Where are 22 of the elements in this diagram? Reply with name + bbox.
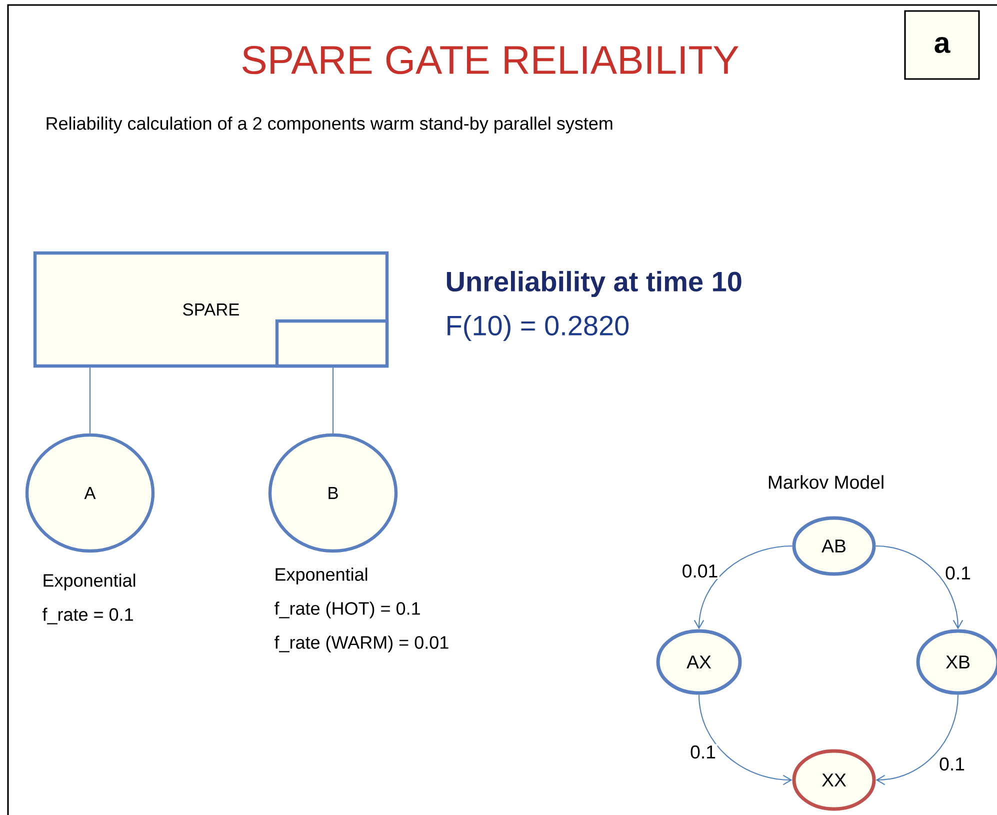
distribution-note: f_rate = 0.1	[42, 608, 133, 624]
rate-label: 0.01	[680, 563, 720, 579]
distribution-note: f_rate (HOT) = 0.1	[274, 602, 420, 618]
transition-arrow	[876, 545, 964, 630]
result-heading: Unreliability at time 10	[446, 270, 742, 298]
title: SPARE GATE RELIABILITY	[242, 46, 738, 74]
spare-slot-box	[275, 319, 389, 368]
diagram-heading: Markov Model	[768, 475, 884, 489]
rate-label: 0.1	[944, 565, 972, 581]
distribution-note: f_rate (WARM) = 0.01	[274, 636, 448, 652]
subtitle: Reliability calculation of a 2 components warm stand-by parallel system	[46, 116, 612, 134]
label-box: a	[904, 10, 980, 80]
distribution-note: Exponential	[276, 568, 368, 584]
transition-arrow	[876, 694, 959, 786]
rate-label: 0.1	[688, 744, 718, 760]
connector-line	[332, 368, 334, 434]
distribution-note: Exponential	[44, 574, 136, 590]
transition-arrow	[698, 694, 792, 786]
result-value: F(10) = 0.2820	[448, 314, 629, 342]
rate-label: 0.1	[938, 756, 966, 772]
transition-arrow	[694, 545, 792, 630]
connector-line	[89, 368, 91, 434]
